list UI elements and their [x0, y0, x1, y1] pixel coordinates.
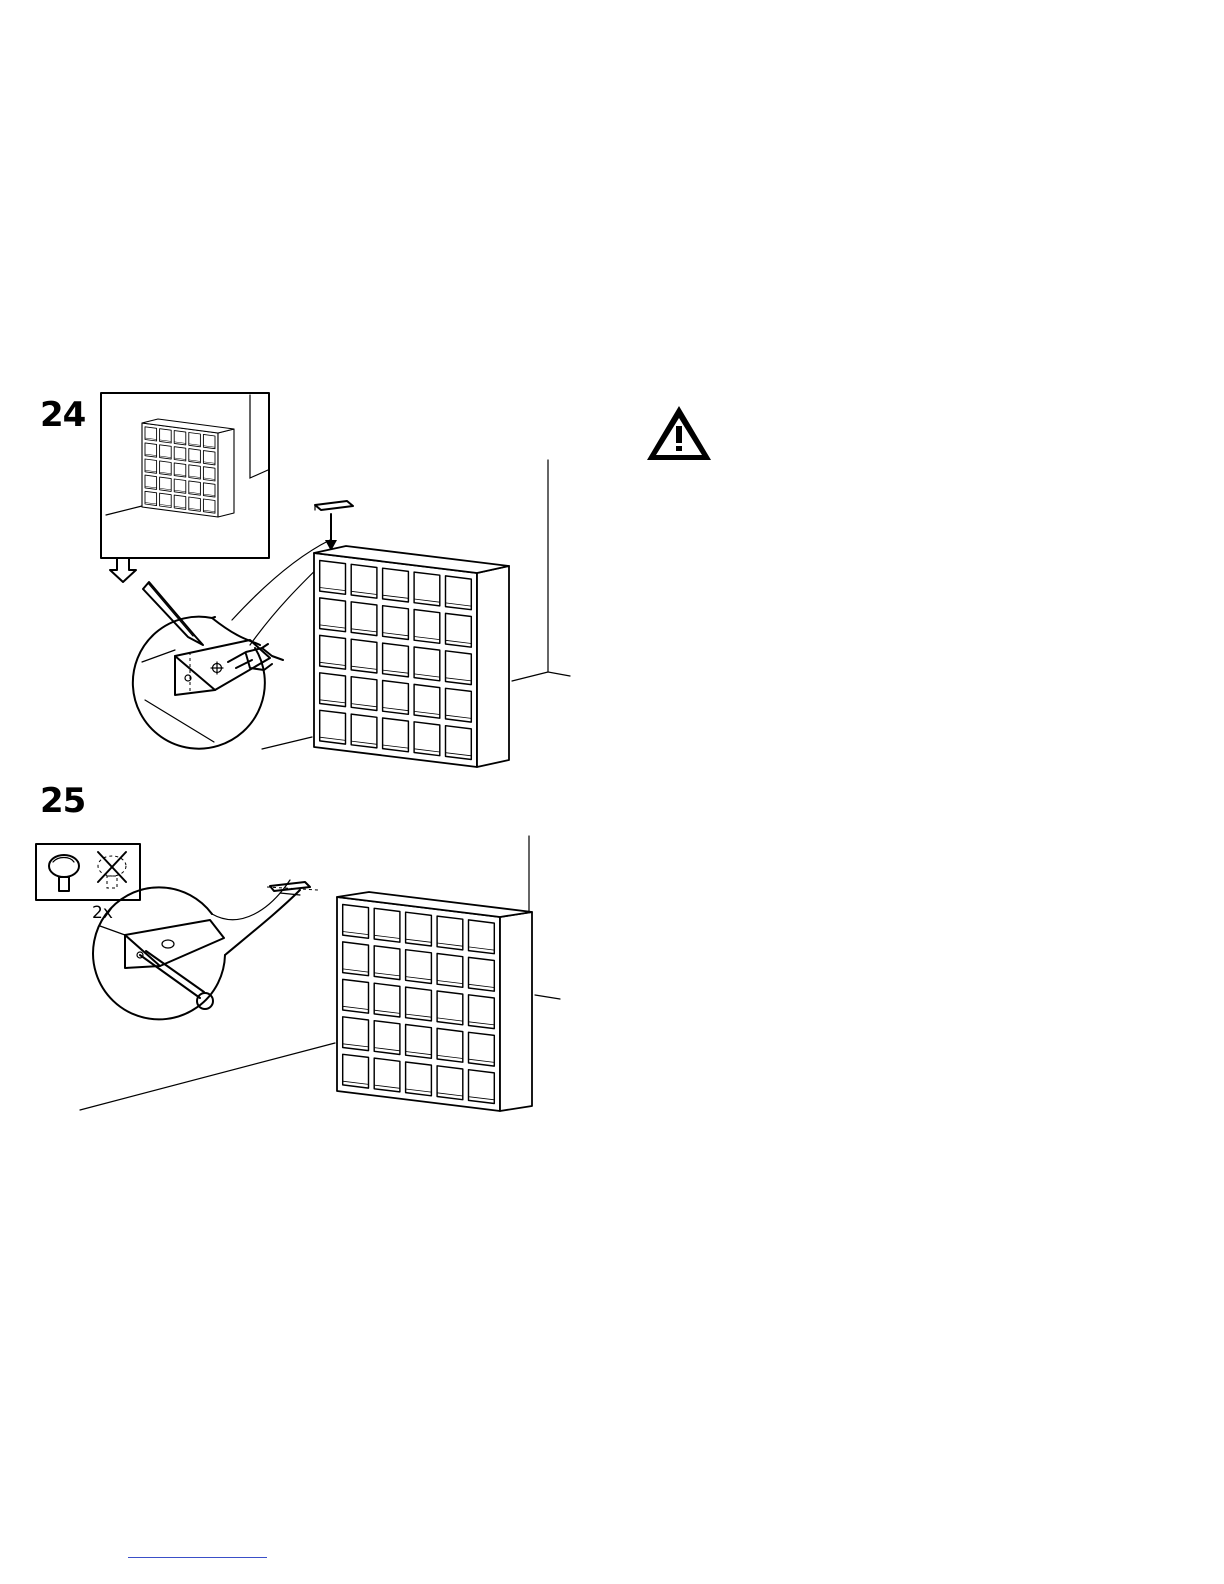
- bracket-with-screw-part: [267, 882, 318, 895]
- inset-shelf: [142, 419, 234, 517]
- overview-inset: [101, 393, 269, 558]
- step-24-illustration: [101, 393, 570, 767]
- warning-triangle-icon: [647, 406, 711, 460]
- screw-head-icon: [49, 855, 79, 891]
- detail-circle-marking: [133, 540, 330, 749]
- shelving-unit-step-24: [314, 546, 509, 767]
- footer-rule: [128, 1557, 267, 1558]
- step-25-illustration: [36, 836, 560, 1111]
- screw-type-box: [36, 844, 140, 900]
- screw-crossed-icon: [98, 852, 126, 888]
- arrow-down-outline-icon: [110, 558, 136, 582]
- shelving-unit-step-25: [337, 892, 532, 1111]
- wall-bracket-part: [315, 501, 353, 551]
